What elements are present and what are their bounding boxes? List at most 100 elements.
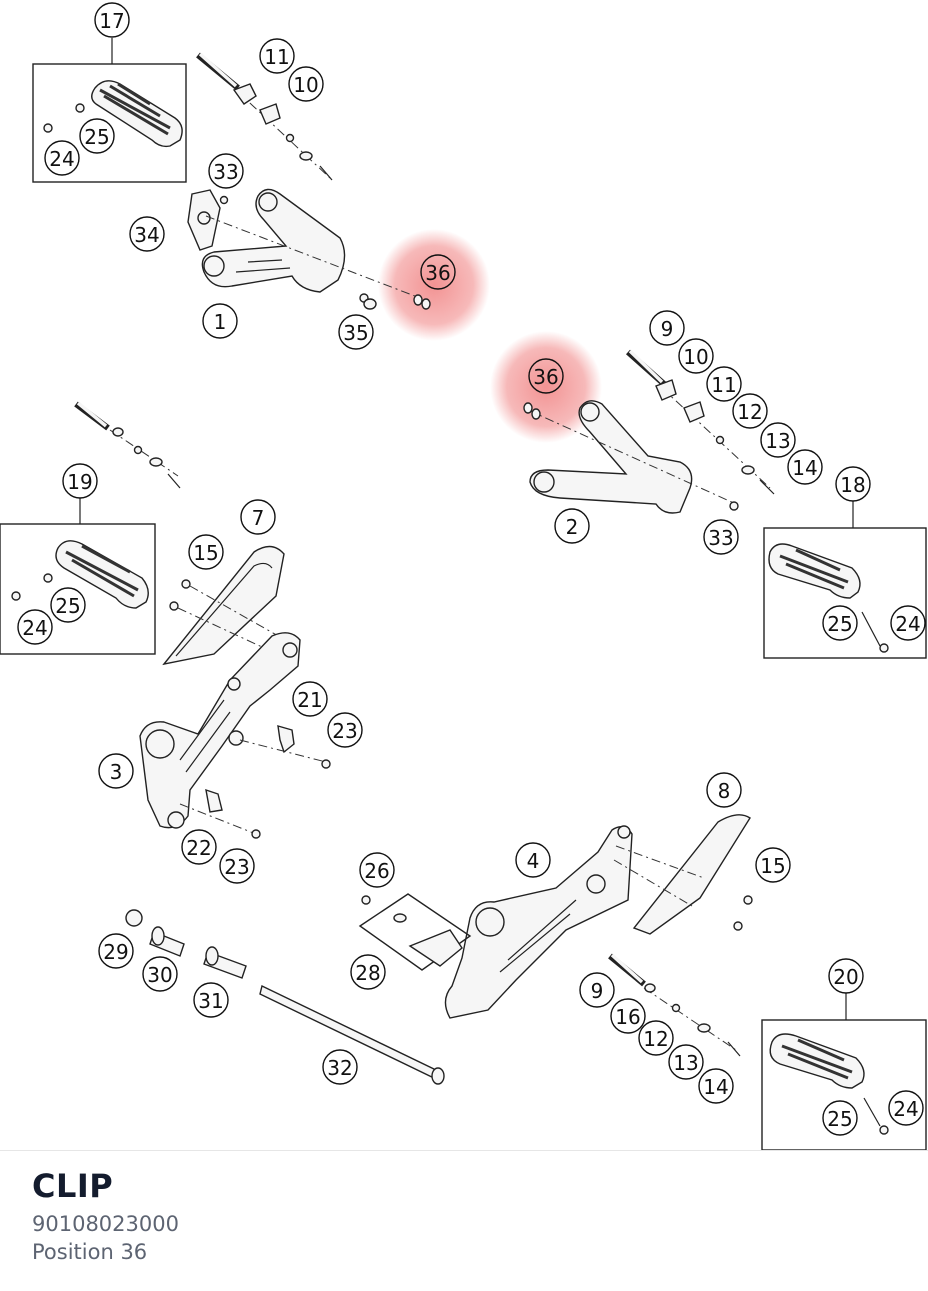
callout-11[interactable]: 11 [706,366,742,402]
callout-10[interactable]: 10 [678,338,714,374]
callout-label: 2 [566,515,579,539]
callout-31[interactable]: 31 [193,982,229,1018]
callout-circle [62,463,98,499]
callout-label: 24 [895,612,920,636]
callout-24[interactable]: 24 [17,609,53,645]
callout-circle [698,1068,734,1104]
callout-28[interactable]: 28 [350,954,386,990]
callout-circle [760,422,796,458]
callout-29[interactable]: 29 [98,933,134,969]
callout-3[interactable]: 3 [98,753,134,789]
pin-set-lower [608,953,741,1057]
callout-label: 16 [615,1005,640,1029]
callout-circle [292,681,328,717]
callout-9[interactable]: 9 [579,972,615,1008]
callout-label: 30 [147,963,172,987]
callout-14[interactable]: 14 [787,449,823,485]
callout-label: 20 [833,965,858,989]
callout-circle [610,998,646,1034]
callout-12[interactable]: 12 [638,1020,674,1056]
callout-label: 19 [67,470,92,494]
callout-34[interactable]: 34 [129,216,165,252]
callout-24[interactable]: 24 [888,1090,924,1126]
inset-box-19 [0,523,156,655]
callout-label: 11 [711,373,736,397]
bracket-4 [358,814,753,1019]
callout-15[interactable]: 15 [188,534,224,570]
callout-9[interactable]: 9 [649,310,685,346]
callout-circle [193,982,229,1018]
heel-guard-7 [162,545,297,666]
callout-circle [678,338,714,374]
callout-label: 9 [591,979,604,1003]
callout-circle [129,216,165,252]
callout-circle [822,1100,858,1136]
callout-13[interactable]: 13 [760,422,796,458]
callout-32[interactable]: 32 [322,1049,358,1085]
callout-16[interactable]: 16 [610,998,646,1034]
bracket-2 [523,400,739,514]
exploded-parts-diagram: 1711102524333436135910111213143618233252… [0,2,927,1150]
callout-36[interactable]: 36 [420,254,456,290]
callout-label: 18 [840,473,865,497]
callout-label: 10 [293,73,318,97]
callout-14[interactable]: 14 [698,1068,734,1104]
bracket-3 [139,632,331,839]
callout-30[interactable]: 30 [142,956,178,992]
callout-24[interactable]: 24 [890,605,926,641]
callout-1[interactable]: 1 [202,303,238,339]
callout-circle [706,366,742,402]
callout-25[interactable]: 25 [822,605,858,641]
callout-label: 31 [198,989,223,1013]
callout-circle [98,933,134,969]
callout-label: 35 [343,321,368,345]
callout-label: 25 [827,612,852,636]
callout-10[interactable]: 10 [288,66,324,102]
callout-label: 25 [827,1107,852,1131]
callout-circle [17,609,53,645]
callout-circle [350,954,386,990]
bushings-and-axle [125,909,445,1085]
callout-11[interactable]: 11 [259,38,295,74]
callout-35[interactable]: 35 [338,314,374,350]
callout-18[interactable]: 18 [835,466,871,502]
callout-25[interactable]: 25 [79,118,115,154]
callout-25[interactable]: 25 [822,1100,858,1136]
callout-circle [327,712,363,748]
callout-label: 21 [297,688,322,712]
callout-12[interactable]: 12 [732,393,768,429]
callout-36[interactable]: 36 [528,358,564,394]
callout-24[interactable]: 24 [44,140,80,176]
callout-33[interactable]: 33 [208,153,244,189]
callout-circle [94,2,130,38]
callout-4[interactable]: 4 [515,842,551,878]
callout-25[interactable]: 25 [50,587,86,623]
inset-box-17 [32,63,187,183]
callout-circle [554,508,590,544]
callout-8[interactable]: 8 [706,772,742,808]
callout-circle [240,499,276,535]
pin-set-top [196,52,333,181]
callout-label: 12 [737,400,762,424]
callout-21[interactable]: 21 [292,681,328,717]
callout-15[interactable]: 15 [755,847,791,883]
callout-33[interactable]: 33 [703,519,739,555]
callout-label: 33 [708,526,733,550]
callout-circle [50,587,86,623]
callout-13[interactable]: 13 [668,1044,704,1080]
callout-23[interactable]: 23 [327,712,363,748]
callout-17[interactable]: 17 [94,2,130,38]
callout-7[interactable]: 7 [240,499,276,535]
callout-label: 29 [103,940,128,964]
callout-23[interactable]: 23 [219,848,255,884]
callout-circle [202,303,238,339]
callout-26[interactable]: 26 [359,852,395,888]
callout-circle [188,534,224,570]
callout-label: 10 [683,345,708,369]
callout-2[interactable]: 2 [554,508,590,544]
callout-label: 9 [661,317,674,341]
callout-20[interactable]: 20 [828,958,864,994]
callout-19[interactable]: 19 [62,463,98,499]
callout-22[interactable]: 22 [181,829,217,865]
